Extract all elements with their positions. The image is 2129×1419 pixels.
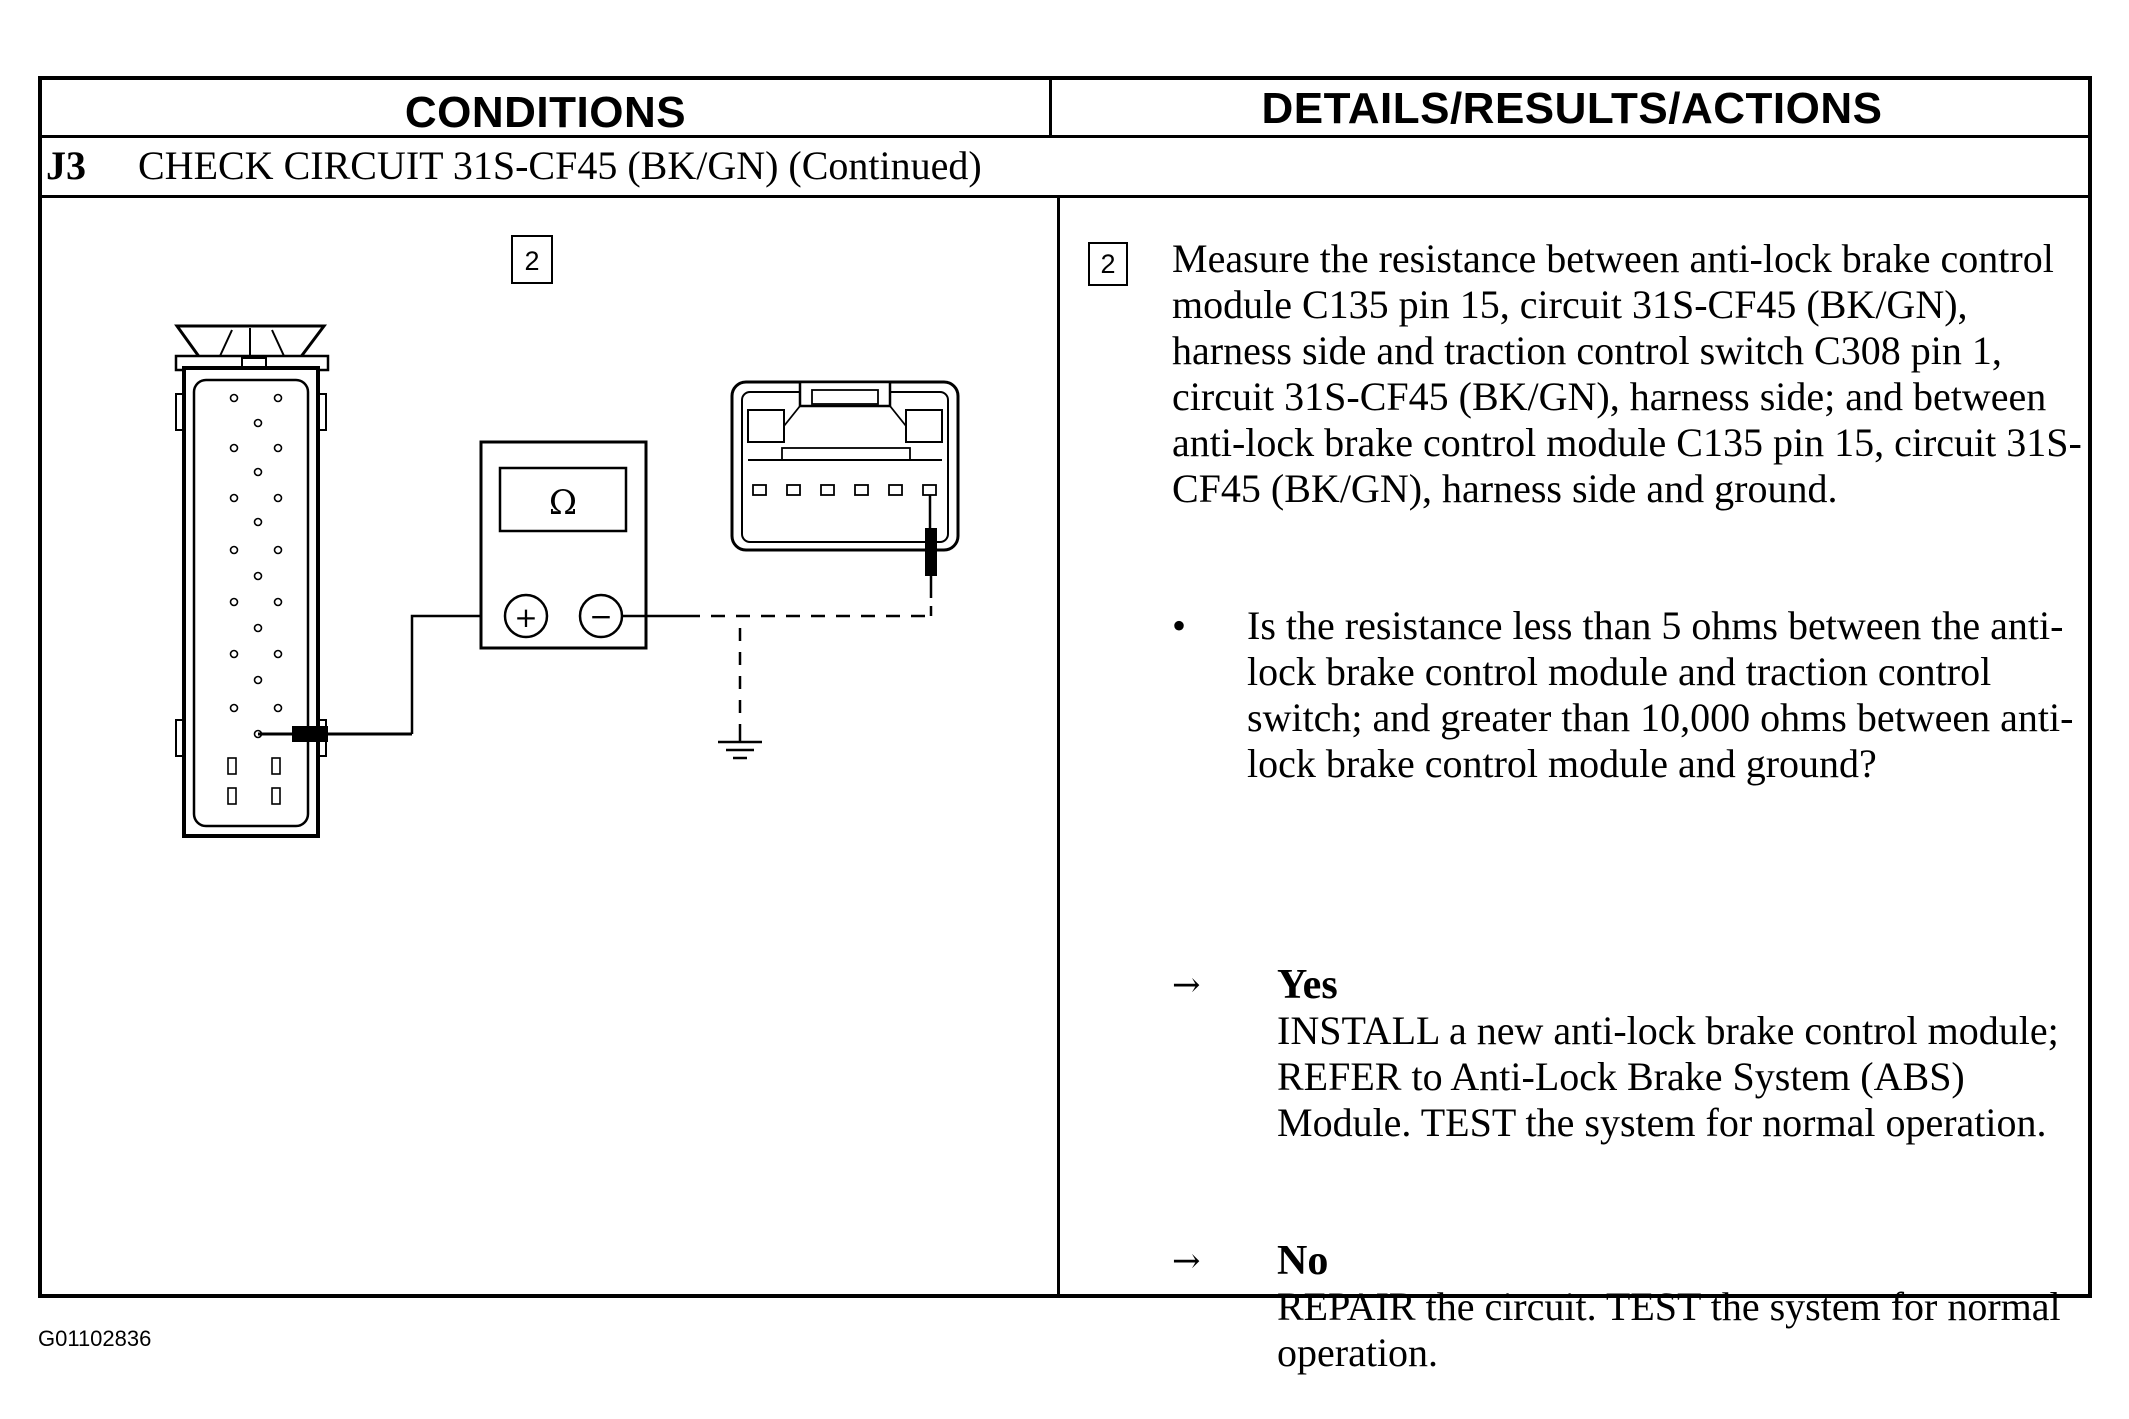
figure-id-caption: G01102836: [38, 1326, 152, 1351]
details-results-actions-header: DETAILS/RESULTS/ACTIONS: [1261, 84, 1883, 133]
figure-step-box: 2: [511, 235, 553, 284]
svg-text:+: +: [514, 601, 537, 634]
yes-action: INSTALL a new anti-lock brake control mo…: [1277, 1008, 2059, 1145]
abs-probe: [258, 726, 412, 742]
measure-instruction: Measure the resistance between anti-lock…: [1172, 236, 2082, 511]
no-label: No: [1277, 1238, 1329, 1284]
step-title: CHECK CIRCUIT 31S-CF45 (BK/GN) (Continue…: [138, 143, 982, 188]
details-panel: 2 Measure the resistance between anti-lo…: [1060, 198, 2090, 1375]
figure-step-number: 2: [524, 246, 539, 276]
resistance-question: Is the resistance less than 5 ohms betwe…: [1247, 603, 2074, 786]
switch-probe: [925, 495, 937, 594]
arrow-right-icon: →: [1172, 965, 1201, 1005]
negative-lead: [622, 594, 933, 728]
bullet-icon: •: [1172, 603, 1187, 648]
header-divider: [42, 135, 2088, 138]
svg-text:−: −: [589, 600, 612, 633]
circuit-diagram: 2: [174, 235, 960, 838]
traction-switch-connector: [730, 380, 960, 552]
abs-module-connector: [174, 324, 330, 838]
step-id: J3: [46, 143, 86, 188]
conditions-figure: 2: [42, 198, 1052, 1298]
plus-terminal-icon: [503, 593, 549, 639]
conditions-header: CONDITIONS: [404, 88, 687, 137]
ohmmeter: Ω + −: [479, 440, 648, 650]
yes-label: Yes: [1277, 962, 1338, 1008]
body-column-divider: [1057, 196, 1060, 1294]
diagnostic-table: CONDITIONS DETAILS/RESULTS/ACTIONS J3 CHE…: [38, 76, 2092, 1375]
action-step-box: 2: [1088, 242, 1128, 286]
header-column-divider: [1049, 80, 1052, 138]
no-action: REPAIR the circuit. TEST the system for …: [1277, 1284, 2061, 1375]
step-title-divider: [42, 195, 2088, 198]
step-title-row: J3 CHECK CIRCUIT 31S-CF45 (BK/GN) (Contin…: [46, 142, 982, 189]
ohm-icon: Ω: [549, 483, 577, 523]
ground-icon: [718, 728, 762, 760]
arrow-right-icon: →: [1172, 1241, 1201, 1281]
